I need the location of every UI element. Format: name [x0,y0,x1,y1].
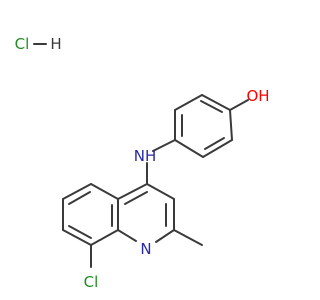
chloro-label: Cl [84,273,99,291]
molecule-diagram: OH NH N Cl Cl H [15,35,270,291]
bond [155,229,175,243]
bond-double-inner [204,137,225,150]
bond [146,183,175,200]
salt-cl-label: Cl [15,35,30,53]
bond [229,109,233,141]
bond [62,229,92,246]
bonds [33,43,249,268]
salt-h-label: H [50,35,61,53]
ring-nitrogen-label: N [140,240,151,258]
bond-double-inner [68,191,91,205]
bond [90,229,119,246]
amine-label: NH [134,147,157,165]
bond-to-amine [152,139,176,152]
bond-double-inner [68,225,92,239]
bond [201,94,231,111]
hydroxyl-label: OH [246,87,269,105]
bond [174,139,204,158]
bond [202,139,233,158]
bond [117,183,148,200]
bond [62,183,92,200]
bond [90,183,119,200]
bond-double-inner [200,100,223,113]
bond [117,229,137,242]
bond-double-inner [124,191,148,205]
bond [174,94,203,111]
structure-svg: OH NH N Cl Cl H [15,35,270,291]
methyl-bond [173,229,203,246]
bond-to-hydroxyl [229,99,249,111]
